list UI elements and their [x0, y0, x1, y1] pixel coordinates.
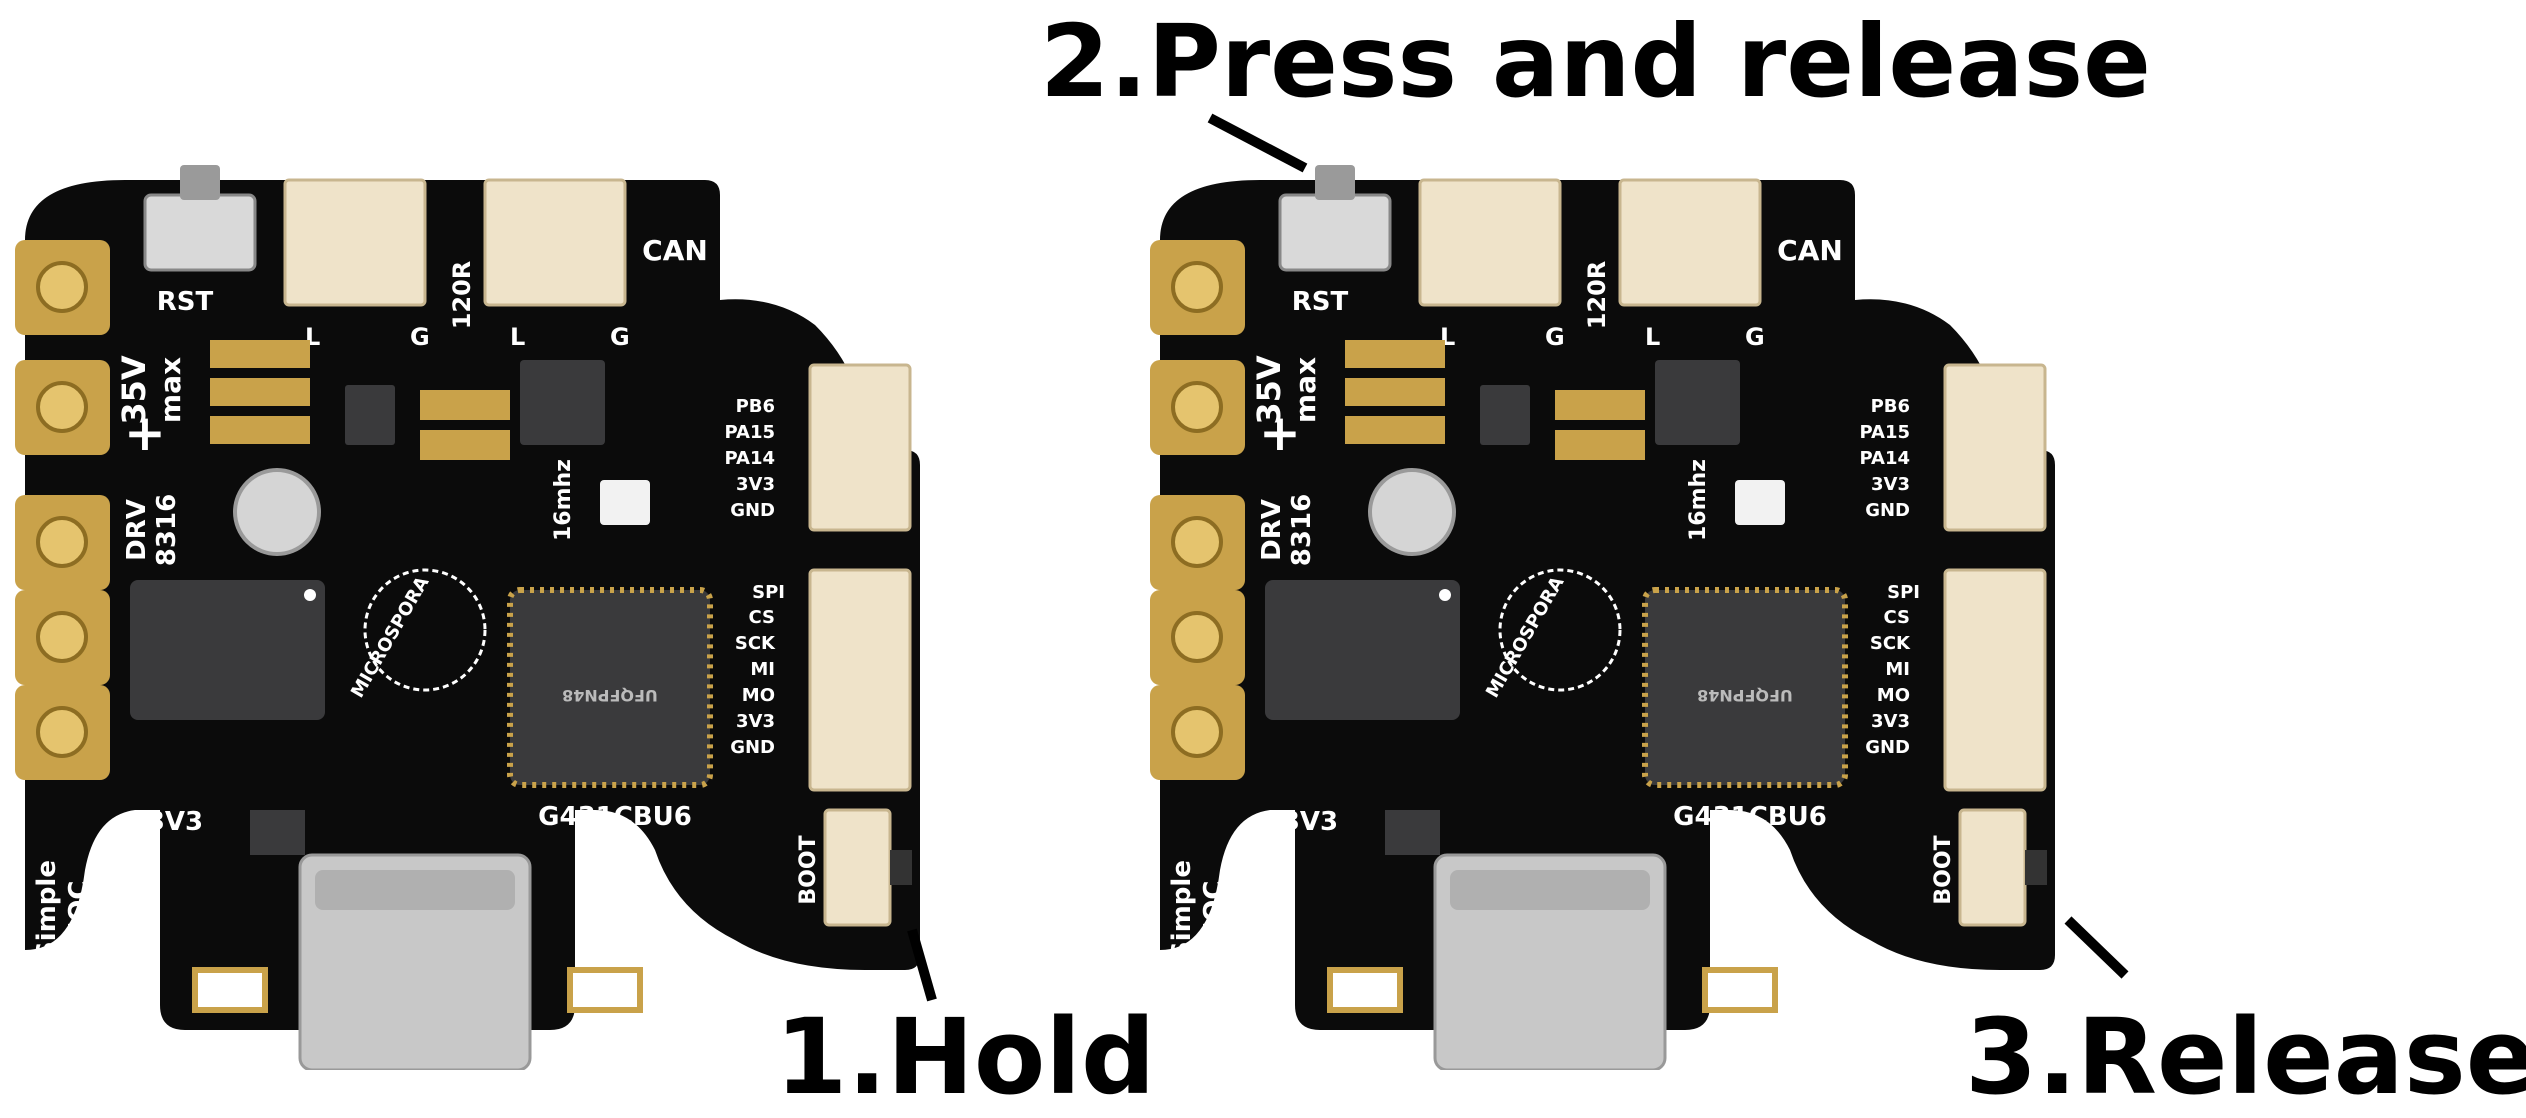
power-connector [283, 178, 427, 307]
board-silkscreen-label: CAN [1777, 234, 1843, 267]
crystal-label: 16mhz [551, 459, 576, 541]
board-silkscreen-label: GND [1865, 737, 1910, 758]
step-2-label: 2.Press and release [1040, 3, 2151, 120]
pointer-step3 [2064, 916, 2129, 979]
inductor [233, 468, 321, 556]
board-silkscreen-label: DRV [1257, 499, 1287, 561]
board-silkscreen-label: max [154, 357, 187, 423]
can-label: CAN [642, 234, 708, 267]
board-silkscreen-label: 16mhz [1686, 459, 1711, 541]
regulator-label: 3V3 [147, 807, 203, 837]
board-silkscreen-label: MI [750, 659, 775, 680]
status-led [192, 967, 268, 1013]
board-silkscreen-label: SPI [1887, 582, 1920, 603]
step-1-label: 1.Hold [775, 996, 1156, 1118]
board-silkscreen-label: 3V3 [736, 474, 775, 495]
board-silkscreen-label: G [410, 323, 430, 351]
mcu-chip [507, 587, 713, 788]
pointer-step1 [907, 928, 937, 1002]
board-silkscreen-label: BOOT [1931, 835, 1956, 904]
mcu-part-label: G431CBU6 [538, 802, 692, 832]
boot-label: BOOT [796, 835, 821, 904]
board-silkscreen-label: 3V3 [1282, 807, 1338, 837]
microspora-logo [363, 568, 487, 692]
board-silkscreen-label: CS [1883, 607, 1910, 628]
driver-label: DRV [122, 499, 152, 561]
board-silkscreen-label: 35V [1250, 355, 1288, 425]
reset-label: RST [157, 287, 214, 317]
svg-text:+: + [124, 404, 166, 462]
board-silkscreen-label: PB6 [1871, 396, 1910, 417]
board-silkscreen-label: G [1745, 323, 1765, 351]
board-silkscreen-label: FOC [1199, 881, 1229, 940]
board-silkscreen-label: FOC [64, 881, 94, 940]
svg-text:+: + [1259, 404, 1301, 462]
board-silkscreen-label: max [1289, 357, 1322, 423]
board-silkscreen-label: PA15 [724, 422, 775, 443]
driver-chip [130, 580, 325, 720]
board-silkscreen-label: SPI [752, 582, 785, 603]
board-silkscreen-label: SCK [735, 633, 776, 654]
pcb-board-left: RST CAN L G L G 120R 35V max + [15, 150, 1015, 1070]
board-silkscreen-label: GND [730, 500, 775, 521]
board-silkscreen-label: Simple [1167, 860, 1197, 960]
pointer-step2 [1207, 113, 1308, 173]
board-silkscreen-label: G [1545, 323, 1565, 351]
board-silkscreen-label: 8316 [152, 494, 182, 566]
board-silkscreen-label: 8316 [1287, 494, 1317, 566]
board-silkscreen-label: G [610, 323, 630, 351]
board-silkscreen-label: L [1645, 323, 1660, 351]
spi-connector [808, 568, 912, 792]
board-silkscreen-label: 3V3 [1871, 711, 1910, 732]
board-silkscreen-label: PA15 [1859, 422, 1910, 443]
step-3-label: 3.Release [1965, 996, 2526, 1118]
board-silkscreen-label: PA14 [1859, 448, 1910, 469]
voltage-label: 35V [115, 355, 153, 425]
pcb-board-right: RST CAN L G L G 120R 35V max + 16mhz DRV… [1150, 150, 2150, 1070]
board-silkscreen-label: MI [1885, 659, 1910, 680]
board-silkscreen-label: MO [742, 685, 775, 706]
board-silkscreen-label: SCK [1870, 633, 1911, 654]
board-silkscreen-label: 3V3 [1871, 474, 1910, 495]
pin-pb6: PB6 [736, 396, 775, 417]
board-silkscreen-label: RST [1292, 287, 1349, 317]
termination-label: 120R [448, 261, 476, 330]
board-silkscreen-label: GND [1865, 500, 1910, 521]
board-silkscreen-label: L [510, 323, 525, 351]
board-silkscreen-label: MO [1877, 685, 1910, 706]
board-silkscreen-label: GND [730, 737, 775, 758]
board-silkscreen-label: PA14 [724, 448, 775, 469]
crystal [600, 480, 650, 525]
board-silkscreen-label: 120R [1583, 261, 1611, 330]
board-silkscreen-label: UFQFPN48 [1697, 686, 1793, 705]
mcu-package-label: UFQFPN48 [562, 686, 658, 705]
board-silkscreen-label: CS [748, 607, 775, 628]
board-silkscreen-label: 3V3 [736, 711, 775, 732]
i2c-connector [808, 363, 912, 532]
brand-label: Simple [32, 860, 62, 960]
board-silkscreen-label: G431CBU6 [1673, 802, 1827, 832]
